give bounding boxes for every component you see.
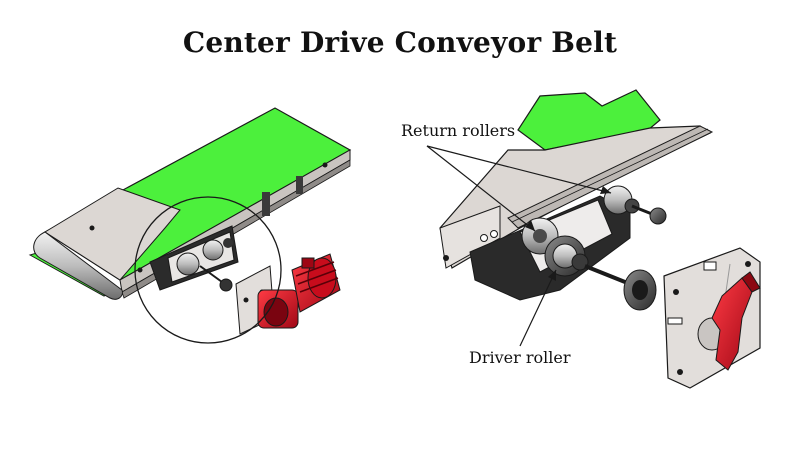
driver-roller-label: Driver roller — [469, 348, 571, 367]
frame-top — [44, 187, 181, 281]
drive-motor — [257, 253, 341, 329]
diagram-title: Center Drive Conveyor Belt — [182, 26, 618, 59]
return-rollers-label: Return rollers — [401, 121, 516, 140]
end-drum — [33, 231, 123, 300]
right-detail — [426, 89, 761, 389]
detail-magnifier-circle — [134, 196, 282, 344]
driver-roller — [544, 235, 657, 311]
left-conveyor — [28, 107, 352, 344]
